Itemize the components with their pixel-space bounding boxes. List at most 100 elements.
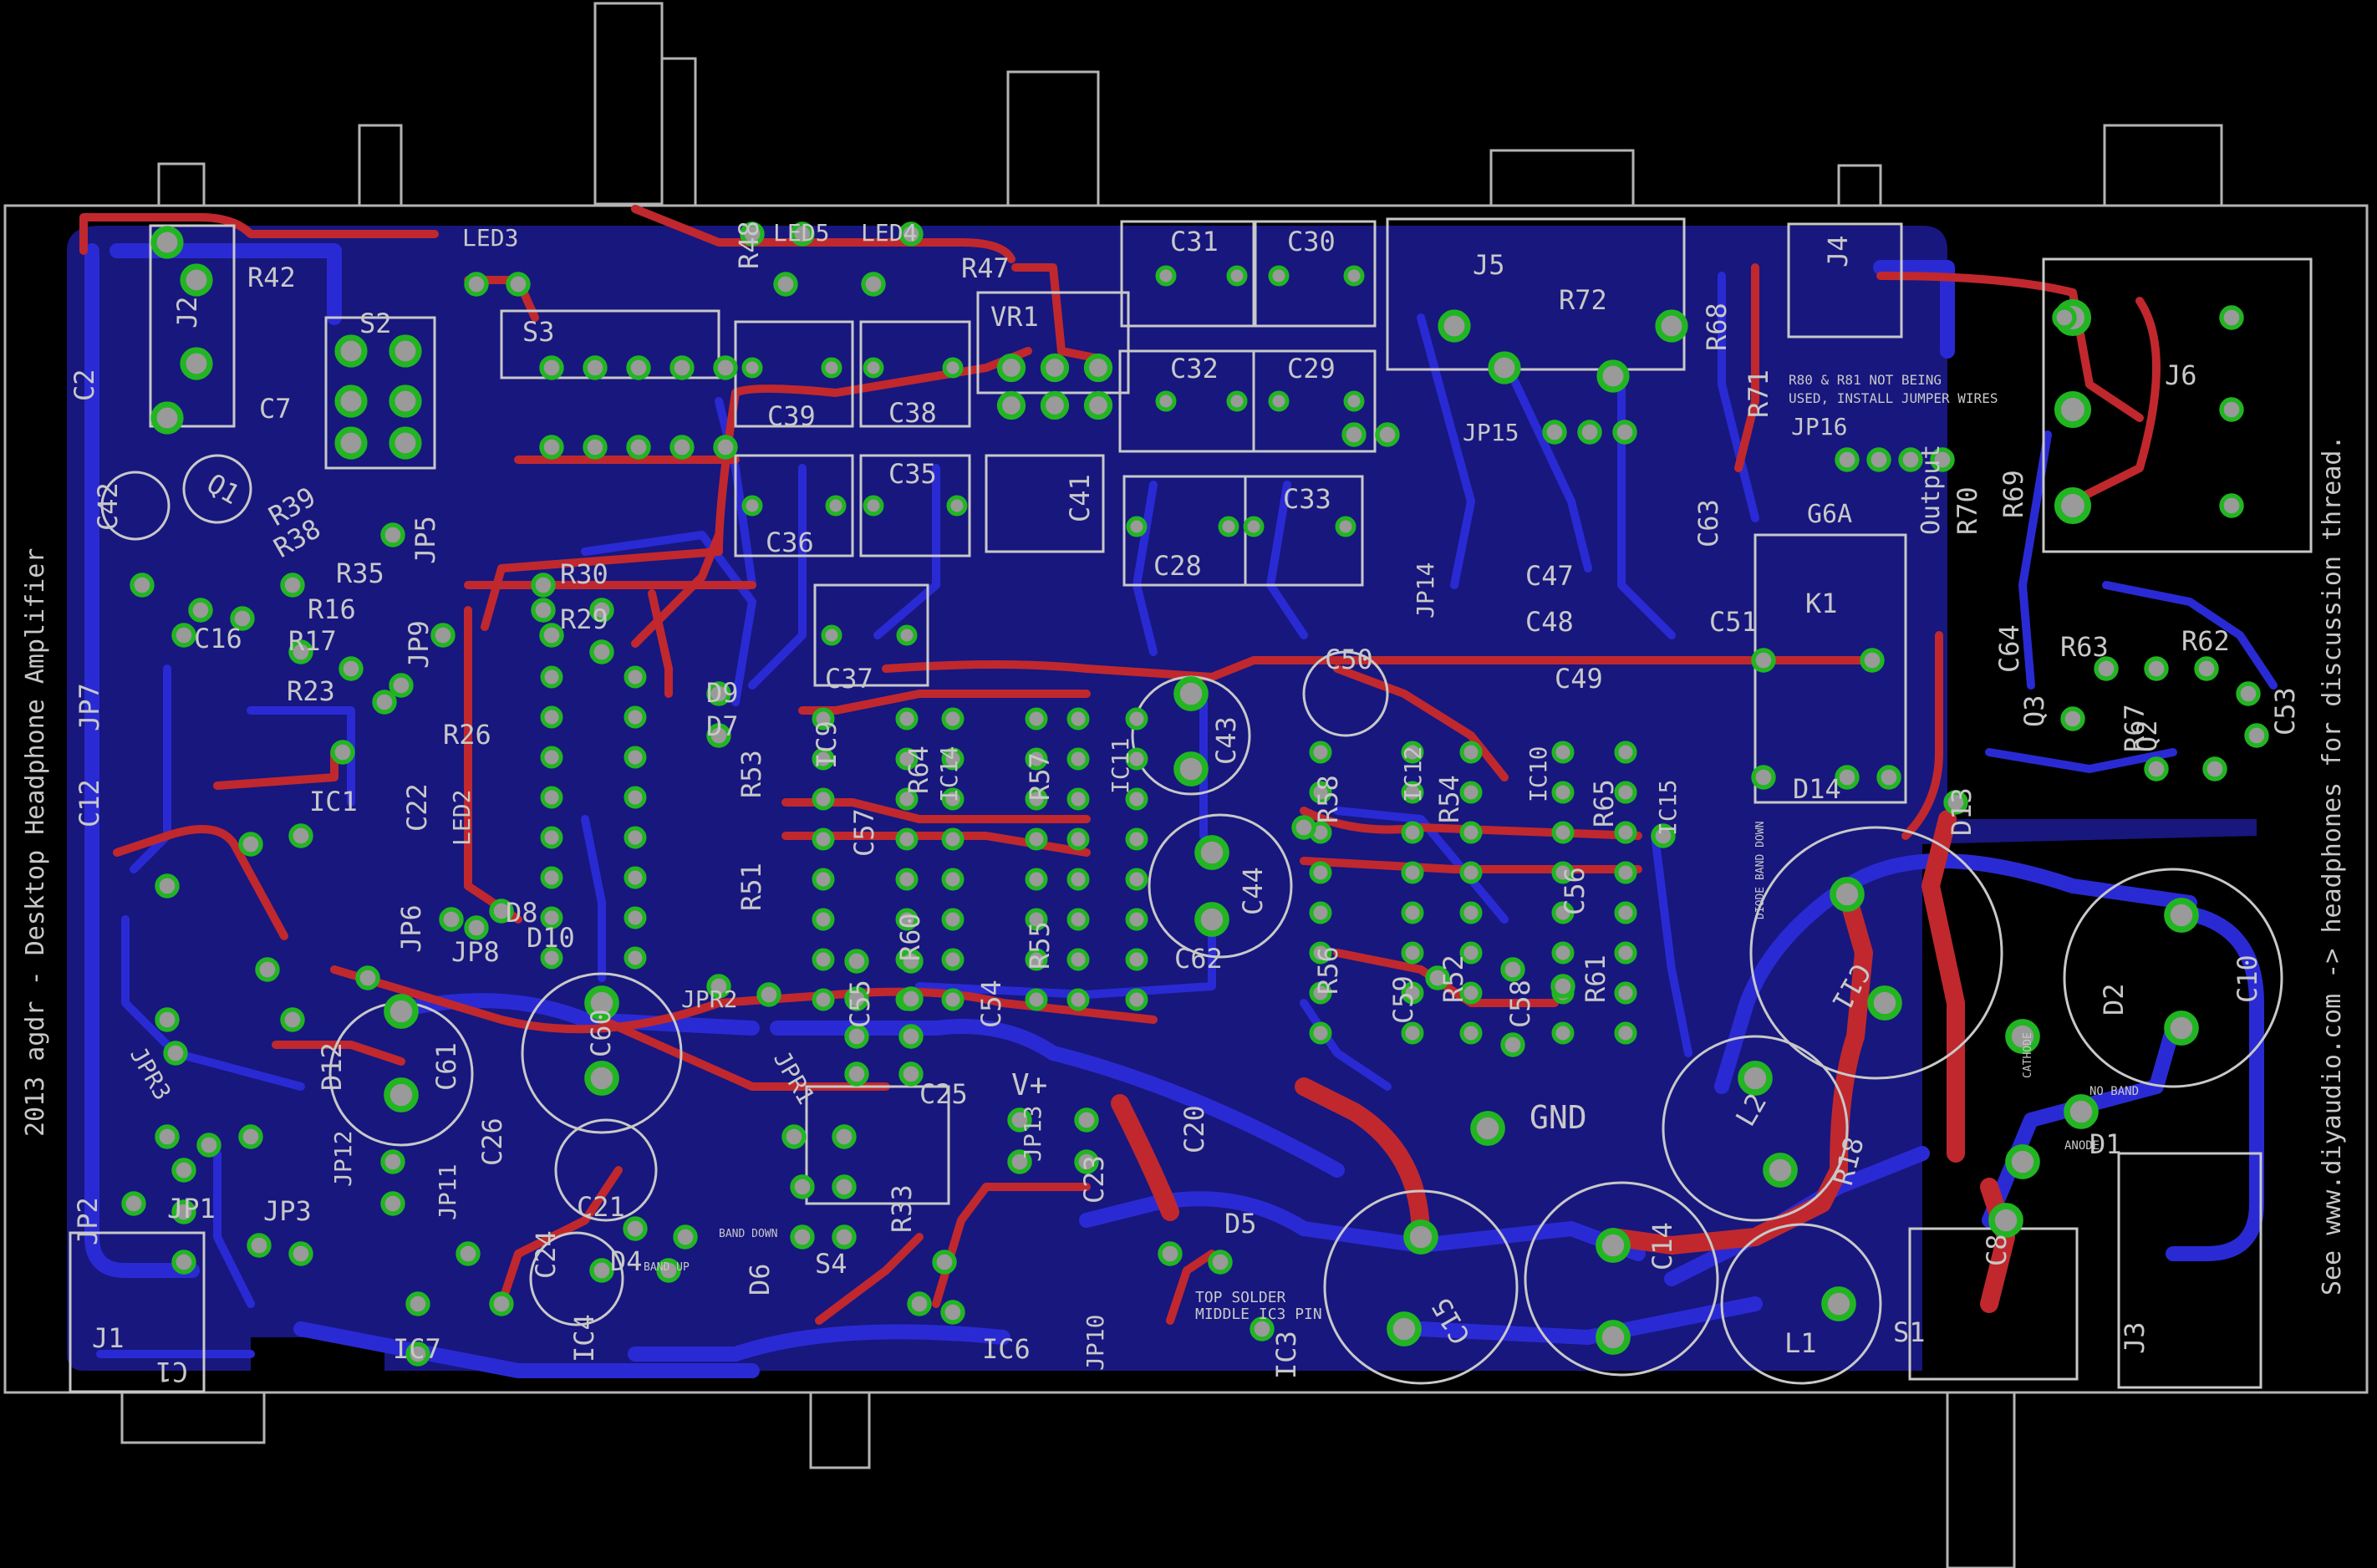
via-pad [280,573,305,598]
label-led3: LED3 [462,224,518,252]
label-q3: Q3 [2018,695,2050,727]
board-outline [3,204,2369,1394]
via-pad [1614,821,1637,844]
label-r55: R55 [1024,921,1056,970]
bottom-trace [1333,807,1509,924]
via-pad [941,707,965,731]
top-trace [1111,1094,1179,1221]
via-pad [1425,965,1450,990]
via-pad [1551,861,1575,884]
via-pad [942,357,964,379]
label-c31: C31 [1170,226,1219,257]
label-d9: D9 [706,677,739,709]
top-trace [781,832,1091,857]
via-pad [330,740,355,765]
via-pad [1488,351,1521,384]
via-pad [1341,422,1367,447]
via-pad [1173,676,1209,711]
label-r42: R42 [247,262,296,293]
via-pad [2236,681,2261,706]
label-c26: C26 [476,1117,508,1166]
label-ic11: IC11 [1107,738,1134,794]
top-trace [648,589,673,698]
via-pad [1074,1107,1099,1133]
via-pad [1835,765,1860,790]
label-led2: LED2 [448,790,476,846]
label-r62: R62 [2181,625,2230,657]
via-pad [898,986,924,1011]
label-c38: C38 [888,397,937,429]
label-c53: C53 [2269,687,2301,736]
label-c8: C8 [1981,1234,2013,1266]
bottom-trace [748,464,807,690]
via-pad [539,623,564,648]
via-pad [531,598,556,623]
label-r58: R58 [1312,775,1344,823]
via-pad [844,986,869,1011]
via-pad [589,1258,614,1283]
via-pad [996,390,1026,420]
via-pad [740,221,765,247]
bottom-trace [1413,1296,1763,1345]
via-pad [2054,390,2092,429]
label-led5: LED5 [773,219,829,247]
label-r68: R68 [1701,303,1733,351]
label-ic10: IC10 [1524,746,1552,802]
label-r17: R17 [288,625,337,657]
via-pad [1459,821,1483,844]
via-pad [1083,353,1113,383]
via-pad [844,1024,869,1049]
via-pad [673,1224,698,1250]
cathode-note: CATHODE [2022,1032,2034,1078]
via-pad [1763,1153,1798,1188]
label-d7: D7 [706,710,739,742]
via-pad [1401,741,1424,764]
bottom-trace [581,815,606,982]
label-jp13: JP13 [1019,1106,1046,1162]
via-pad [1551,821,1575,844]
via-pad [2094,656,2119,681]
via-pad [2219,493,2244,518]
label-ic14: IC14 [935,746,963,802]
label-d8: D8 [506,897,538,929]
label-r30: R30 [560,558,608,590]
label-c36: C36 [766,527,814,558]
via-pad [656,1258,681,1283]
via-pad [1459,941,1483,965]
top-trace [497,1166,623,1308]
via-pad [1988,1203,2023,1238]
via-pad [130,573,155,598]
top-trace [1300,857,1642,873]
label-jp9: JP9 [403,620,435,669]
via-pad [1125,948,1148,971]
label-l1: L1 [1784,1327,1817,1359]
via-pad [932,1250,957,1275]
top-trace [815,1233,924,1325]
via-pad [713,435,738,460]
via-pad [439,907,464,932]
relay-type-label: G6A [1807,500,1852,529]
via-pad [1194,835,1229,870]
bottom-trace [770,1019,1061,1061]
label-d5: D5 [1224,1208,1257,1240]
via-pad [1125,707,1148,731]
via-pad [623,1216,648,1241]
via-pad [334,334,368,368]
label-c56: C56 [1559,867,1591,915]
via-pad [1614,781,1637,804]
via-pad [1226,265,1248,287]
label-j4: J4 [1822,235,1854,267]
via-pad [540,866,563,889]
label-d12: D12 [316,1042,348,1091]
via-pad [896,624,918,646]
via-pad [1867,985,1902,1021]
via-pad [1596,1320,1631,1355]
via-pad [1614,1021,1637,1045]
bottom-trace [1873,260,1955,359]
via-pad [1066,747,1090,771]
via-pad [506,272,531,297]
label-r61: R61 [1580,955,1611,1003]
via-pad [384,1077,419,1112]
diode-band-down-note: DIODE BAND DOWN [1754,822,1767,919]
